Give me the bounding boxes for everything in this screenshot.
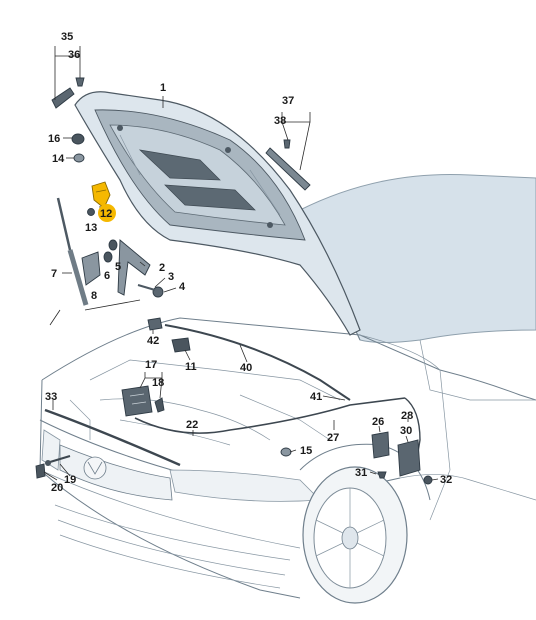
callout-15: 15 (300, 445, 312, 457)
clip-14 (73, 153, 85, 163)
leader-lines (43, 46, 439, 481)
callout-31: 31 (355, 467, 367, 479)
callout-22: 22 (186, 419, 198, 431)
clip-38 (283, 139, 291, 149)
hinge-2 (117, 239, 151, 296)
gas-strut-7 (56, 197, 89, 306)
callout-35: 35 (61, 31, 73, 43)
switch-18 (154, 397, 165, 413)
handle-30 (397, 439, 421, 477)
callout-38: 38 (274, 115, 286, 127)
seal-33 (44, 408, 181, 467)
hinge-12-highlighted (91, 181, 111, 209)
bolt-19 (45, 455, 71, 466)
callout-13: 13 (85, 222, 97, 234)
hood (74, 91, 361, 336)
callout-26: 26 (372, 416, 384, 428)
clip-36 (75, 77, 85, 87)
callout-37: 37 (282, 95, 294, 107)
bolt-3-4 (137, 284, 164, 298)
callout-16: 16 (48, 133, 60, 145)
callout-33: 33 (45, 391, 57, 403)
callout-11: 11 (185, 361, 197, 373)
callout-27: 27 (327, 432, 339, 444)
callout-8: 8 (91, 290, 97, 302)
lock-26 (371, 431, 390, 459)
callout-4: 4 (179, 281, 186, 293)
bolt-31 (377, 471, 387, 479)
callout-12: 12 (100, 208, 112, 220)
seal-strip-left (51, 87, 75, 109)
callout-40: 40 (240, 362, 252, 374)
clip-32 (423, 475, 433, 485)
pad-20 (35, 463, 46, 479)
callout-18: 18 (152, 377, 164, 389)
callout-36: 36 (68, 49, 80, 61)
clip-11 (171, 337, 191, 353)
cable-22-27 (134, 397, 406, 434)
callout-6: 6 (104, 270, 110, 282)
bracket-8 (81, 251, 101, 286)
callout-labels: 35 36 1 37 38 16 14 12 13 7 6 5 2 3 4 8 … (45, 31, 452, 494)
callout-17: 17 (145, 359, 157, 371)
callout-1: 1 (160, 82, 166, 94)
callout-19: 19 (64, 474, 76, 486)
release-cable-40 (164, 324, 351, 401)
callout-28: 28 (401, 410, 413, 422)
callout-41: 41 (310, 391, 322, 403)
windshield (299, 173, 536, 343)
latch-42 (147, 317, 163, 331)
lock-17 (121, 385, 153, 417)
callout-14: 14 (52, 153, 65, 165)
nut-13 (87, 208, 95, 216)
callout-7: 7 (51, 268, 57, 280)
callout-20: 20 (51, 482, 63, 494)
front-wheel (299, 443, 431, 604)
car-body (39, 317, 536, 599)
callout-42: 42 (147, 335, 159, 347)
highlight-badge-12 (98, 204, 116, 222)
clip-15 (280, 447, 292, 457)
cable-28 (404, 397, 421, 471)
callout-2: 2 (159, 262, 165, 274)
callout-32: 32 (440, 474, 452, 486)
callout-30: 30 (400, 425, 412, 437)
seal-strip-right (265, 147, 311, 191)
callout-5: 5 (115, 261, 121, 273)
bolts-6-5 (103, 239, 118, 263)
callout-3: 3 (168, 271, 174, 283)
bumper-16 (71, 133, 85, 145)
